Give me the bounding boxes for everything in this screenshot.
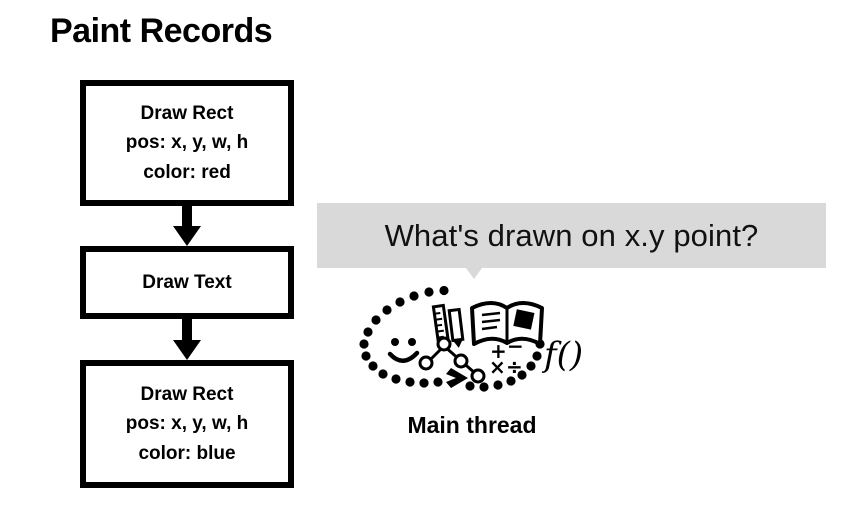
function-notation-icon: f(): [541, 335, 583, 375]
main-thread-label: Main thread: [407, 412, 537, 438]
speech-bubble-tail: [466, 268, 482, 279]
record-line: pos: x, y, w, h: [125, 132, 249, 154]
record-line: color: red: [143, 161, 231, 183]
speech-bubble-text: What's drawn on x.y point?: [384, 217, 759, 253]
record-line: Draw Rect: [140, 102, 234, 124]
svg-text:+: +: [490, 339, 507, 363]
arrow-stem: [182, 319, 192, 341]
svg-text:f(): f(): [541, 335, 583, 375]
record-line: Draw Rect: [140, 383, 234, 405]
smiley-face-icon: [387, 338, 420, 363]
tree-graph-icon: [418, 336, 486, 384]
flow-arrow-down-icon: [173, 206, 201, 246]
flow-arrow-down-icon: [173, 319, 201, 360]
open-book-icon: [470, 301, 544, 346]
math-operators-icon: + − × ÷: [489, 334, 524, 379]
page-title: Paint Records: [50, 12, 273, 50]
arrow-head: [173, 340, 201, 360]
paint-record-box-draw-rect-blue: Draw Rect pos: x, y, w, h color: blue: [80, 360, 294, 488]
pencil-icon: [447, 307, 465, 348]
svg-text:÷: ÷: [506, 355, 523, 379]
main-thread-illustration: + − × ÷ f(): [352, 285, 592, 396]
record-line: pos: x, y, w, h: [125, 413, 249, 435]
svg-text:×: ×: [489, 355, 506, 379]
arrow-stem: [182, 206, 192, 228]
paint-record-box-draw-rect-red: Draw Rect pos: x, y, w, h color: red: [80, 80, 294, 206]
record-line: color: blue: [138, 442, 236, 464]
svg-text:−: −: [507, 334, 524, 358]
record-line: Draw Text: [142, 271, 232, 293]
paint-record-box-draw-text: Draw Text: [80, 246, 294, 319]
arrow-head: [173, 226, 201, 246]
speech-bubble: What's drawn on x.y point?: [317, 203, 826, 268]
